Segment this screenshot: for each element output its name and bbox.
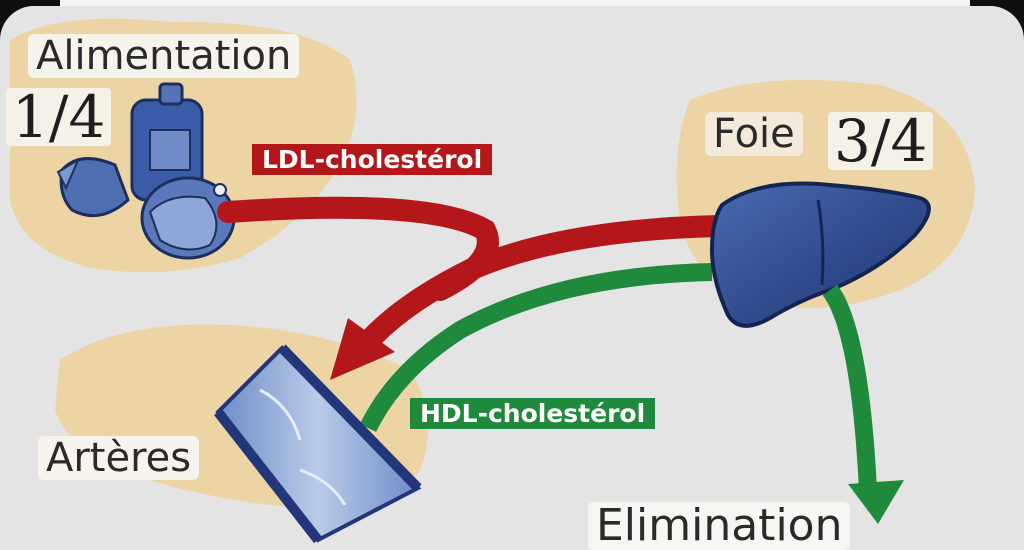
liver-icon [709, 181, 931, 328]
ldl-label: LDL-cholestérol [252, 144, 493, 175]
ldl-arrow [217, 196, 719, 380]
diagram-art [10, 18, 975, 544]
artery-icon [214, 344, 422, 544]
hdl-arrow [359, 263, 713, 433]
food-icon [56, 82, 236, 260]
hdl-label: HDL-cholestérol [410, 398, 656, 429]
foie-label: Foie [705, 112, 803, 156]
elimination-label: Elimination [588, 502, 851, 550]
arteres-label: Artères [38, 436, 200, 480]
alimentation-label: Alimentation [28, 34, 300, 78]
elimination-arrow [822, 284, 904, 524]
liver-lobe-line [816, 199, 825, 286]
diagram-canvas: Alimentation 1/4 LDL-cholestérol Foie 3/… [0, 6, 1024, 550]
alimentation-fraction: 1/4 [6, 88, 112, 146]
foie-fraction: 3/4 [828, 112, 934, 170]
top-bar [60, 0, 970, 6]
